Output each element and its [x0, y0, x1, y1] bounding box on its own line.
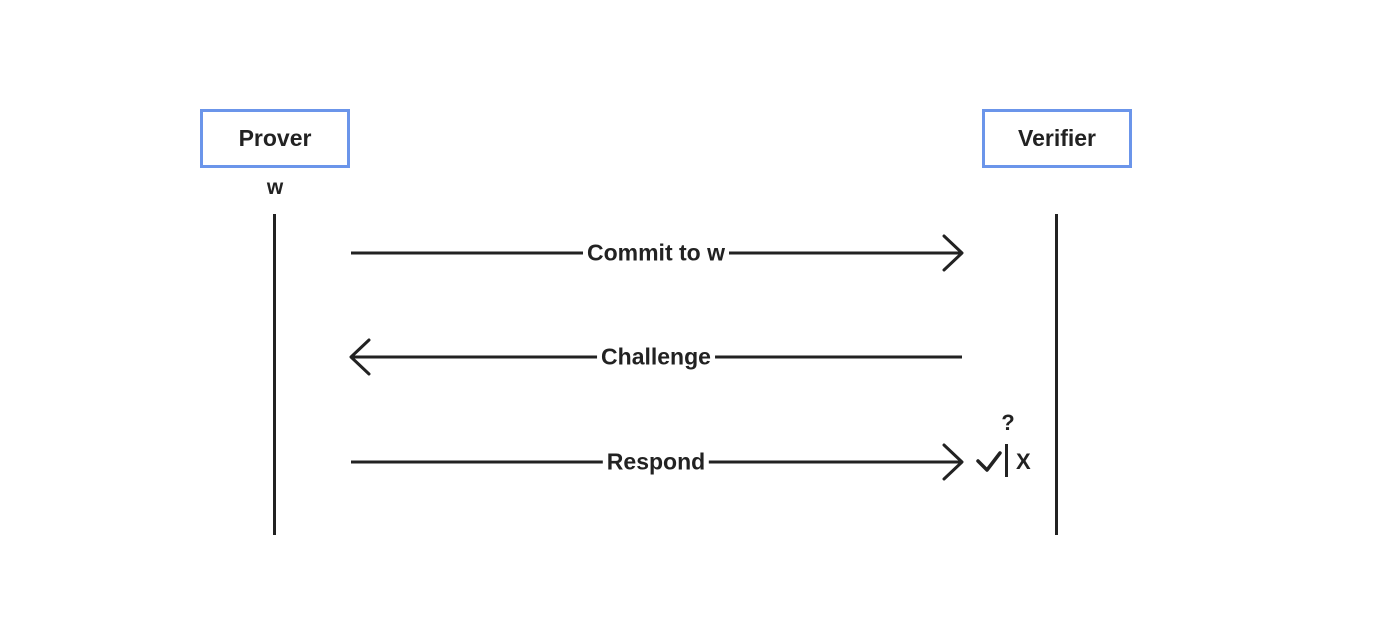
prover-secret: w — [266, 176, 284, 199]
prover-box: Prover — [200, 109, 350, 168]
message-label-commit: Commit to w — [583, 239, 729, 267]
verifier-box: Verifier — [982, 109, 1132, 168]
message-label-challenge: Challenge — [597, 343, 715, 371]
prover-lifeline — [273, 214, 276, 535]
verifier-label: Verifier — [1018, 125, 1096, 151]
verifier-lifeline — [1055, 214, 1058, 535]
check-icon — [976, 451, 1002, 472]
verdict-separator — [1005, 444, 1008, 477]
prover-label: Prover — [238, 125, 312, 151]
message-label-respond: Respond — [602, 448, 710, 476]
verdict-reject: X — [1016, 449, 1031, 474]
verdict-question: ? — [1001, 410, 1015, 435]
